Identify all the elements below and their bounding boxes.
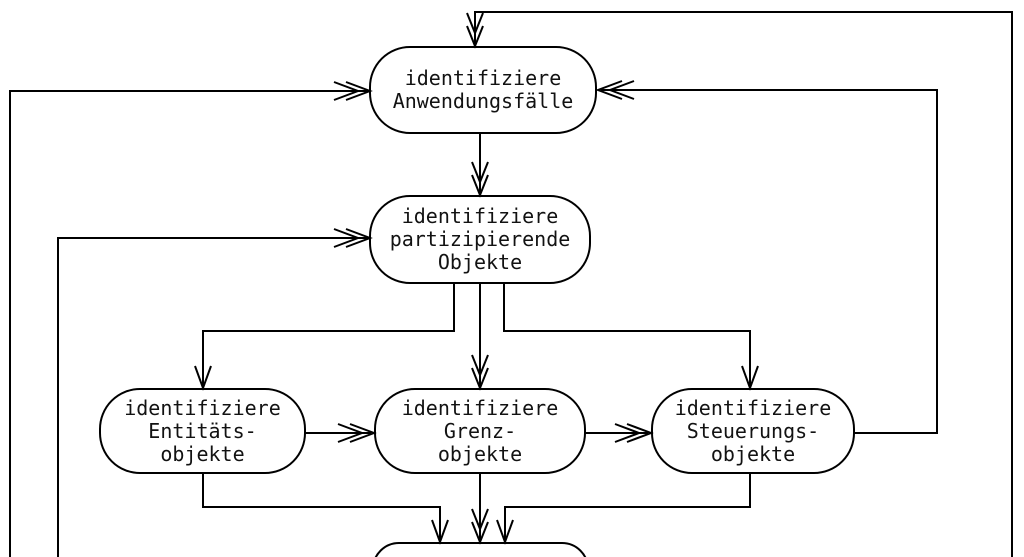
arrowhead-steuerungs-left-2 <box>614 423 642 443</box>
arrowhead-grenz-left <box>349 423 377 443</box>
arrowhead-grenz-top-2 <box>471 354 489 378</box>
edge-left-inner-rail <box>57 237 368 557</box>
node-steuerungs <box>651 388 855 474</box>
edge-partizipierende-to-entitaets <box>202 283 455 386</box>
arrowhead-steuerungs-left <box>626 423 654 443</box>
edge-partizipierende-to-steuerungs <box>503 283 751 386</box>
arrowhead-grenz-left-2 <box>337 423 365 443</box>
edge-entitaets-to-bottom <box>202 473 441 540</box>
arrowhead-bottom-right <box>496 519 514 545</box>
node-bottom-partial <box>374 542 587 557</box>
arrowhead-anwendungsfaelle-left-2 <box>333 81 361 101</box>
arrowhead-partizipierende-left-2 <box>333 228 361 248</box>
edge-top-right-loop <box>474 11 1013 557</box>
arrowhead-bottom-left <box>431 519 449 545</box>
arrowhead-anwendungsfaelle-top <box>466 25 484 49</box>
arrowhead-partizipierende-left <box>345 228 373 248</box>
node-partizipierende <box>369 195 591 284</box>
arrowhead-grenz-top <box>471 367 489 391</box>
arrowhead-anwendungsfaelle-right <box>595 80 623 100</box>
node-grenz <box>374 388 586 474</box>
arrowhead-steuerungs-top <box>741 365 759 391</box>
arrowhead-entitaets-top <box>194 365 212 391</box>
node-entitaets <box>99 388 306 474</box>
arrowhead-anwendungsfaelle-right-2 <box>607 80 635 100</box>
node-anwendungsfaelle <box>369 46 597 134</box>
arrowhead-bottom-center <box>471 521 489 545</box>
arrowhead-partizipierende-top-2 <box>471 161 489 185</box>
edge-steuerungs-to-bottom <box>504 473 751 540</box>
arrowhead-partizipierende-top <box>471 174 489 198</box>
arrowhead-bottom-center-2 <box>471 508 489 532</box>
edge-left-outer-rail <box>9 90 368 557</box>
arrowhead-anwendungsfaelle-top-2 <box>466 12 484 36</box>
edge-steuerungs-to-anwendungsfaelle <box>601 89 938 434</box>
arrowhead-anwendungsfaelle-left <box>345 81 373 101</box>
